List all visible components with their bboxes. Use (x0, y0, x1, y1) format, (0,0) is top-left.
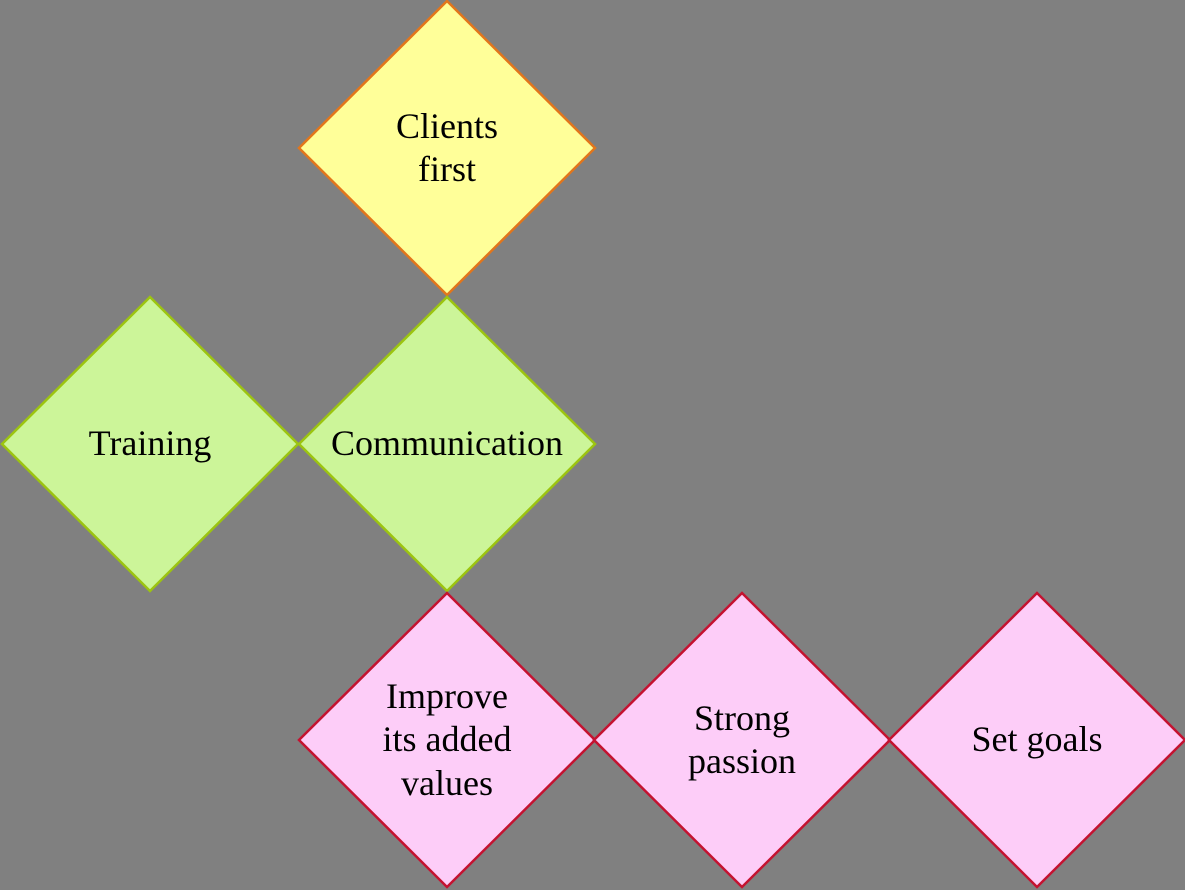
diamond-shape (297, 295, 597, 593)
diamond-shape (297, 591, 597, 889)
diamond-polygon (887, 591, 1185, 889)
diamond-polygon (297, 295, 597, 593)
diamond-improve-its-added-values: Improve its added values (297, 591, 597, 889)
diamond-communication: Communication (297, 295, 597, 593)
diamond-polygon (297, 591, 597, 889)
diamond-polygon (592, 591, 892, 889)
diamond-shape (592, 591, 892, 889)
diamond-clients-first: Clients first (297, 0, 597, 297)
diamond-set-goals: Set goals (887, 591, 1185, 889)
diamond-strong-passion: Strong passion (592, 591, 892, 889)
diamond-polygon (0, 295, 300, 593)
diamond-polygon (297, 0, 597, 297)
diamond-shape (0, 295, 300, 593)
diamond-training: Training (0, 295, 300, 593)
diamond-shape (887, 591, 1185, 889)
diamond-shape (297, 0, 597, 297)
